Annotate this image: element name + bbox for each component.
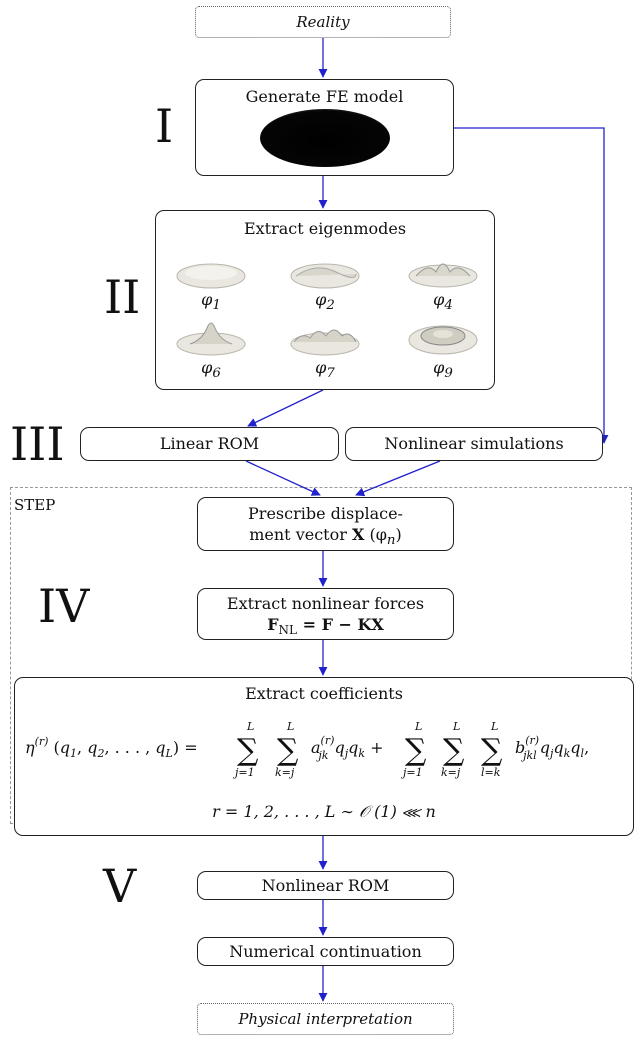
mode-1-label: φ1 — [201, 290, 221, 314]
fe-mesh-image — [260, 109, 390, 167]
forces-box: Extract nonlinear forces FNL = F − KX — [197, 588, 454, 640]
svg-text:L: L — [286, 720, 294, 733]
prescribe-line2: ment vector X (φn) — [249, 525, 402, 549]
stage-iv: IV — [38, 579, 90, 633]
svg-text:∑: ∑ — [277, 733, 299, 768]
svg-text:k=j: k=j — [441, 766, 461, 779]
svg-text:j=1: j=1 — [232, 766, 255, 779]
mode-9-shape — [408, 325, 478, 355]
eigenmodes-title: Extract eigenmodes — [243, 219, 407, 238]
arrow-eigen-linear — [247, 389, 324, 427]
mode-1-shape — [176, 263, 246, 289]
coefficients-title: Extract coefficients — [245, 684, 403, 703]
mode-9-label: φ9 — [433, 358, 453, 382]
reality-label: Reality — [296, 13, 350, 31]
mode-4-shape — [408, 263, 478, 288]
svg-text:l=k: l=k — [481, 766, 501, 779]
linear-rom-box: Linear ROM — [80, 427, 339, 461]
mode-7-label: φ7 — [315, 358, 335, 382]
interpretation-box: Physical interpretation — [197, 1003, 454, 1035]
prescribe-box: Prescribe displace- ment vector X (φn) — [197, 497, 454, 551]
mode-7-shape — [290, 329, 360, 356]
forces-line1: Extract nonlinear forces — [226, 594, 425, 613]
svg-text:∑: ∑ — [237, 733, 259, 768]
mode-1: φ1 — [172, 256, 250, 313]
svg-text:∑: ∑ — [443, 733, 465, 768]
svg-text:L: L — [452, 720, 460, 733]
svg-text:L: L — [246, 720, 254, 733]
nonlinear-rom-label: Nonlinear ROM — [261, 876, 390, 895]
fe-model-box: Generate FE model — [195, 79, 454, 176]
stage-v: V — [103, 859, 137, 913]
nonlinear-rom-box: Nonlinear ROM — [197, 871, 454, 900]
continuation-label: Numerical continuation — [229, 942, 422, 961]
forces-equation: FNL = F − KX — [267, 615, 384, 638]
fe-model-title: Generate FE model — [245, 87, 404, 106]
interpretation-label: Physical interpretation — [238, 1010, 413, 1028]
eigenmodes-box: Extract eigenmodes — [155, 210, 495, 390]
prescribe-line1: Prescribe displace- — [248, 504, 403, 523]
svg-text:∑: ∑ — [481, 733, 503, 768]
svg-text:j=1: j=1 — [400, 766, 423, 779]
nonlinear-sim-label: Nonlinear simulations — [384, 434, 564, 453]
reality-box: Reality — [195, 6, 451, 38]
mode-6: φ6 — [172, 318, 250, 381]
mode-6-label: φ6 — [201, 358, 221, 382]
svg-text:k=j: k=j — [275, 766, 295, 779]
mode-4: φ4 — [404, 252, 482, 313]
coefficients-range: r = 1, 2, . . . , L ∼ 𝒪 (1) ⋘ n — [212, 802, 436, 821]
svg-text:L: L — [490, 720, 498, 733]
svg-text:∑: ∑ — [405, 733, 427, 768]
coefficients-equation: η(r) (q1, q2, . . . , qL) = L ∑ j=1 L ∑ … — [25, 720, 589, 779]
mode-2-label: φ2 — [315, 290, 335, 314]
svg-text:L: L — [414, 720, 422, 733]
nonlinear-sim-box: Nonlinear simulations — [345, 427, 603, 461]
mode-2-shape — [290, 263, 360, 289]
mode-4-label: φ4 — [433, 290, 453, 314]
mode-6-shape — [176, 322, 246, 356]
mode-9: φ9 — [404, 318, 482, 381]
svg-text:η(r) (q1, q2, . . . , qL) =: η(r) (q1, q2, . . . , qL) = — [25, 735, 198, 760]
coefficients-box: Extract coefficients η(r) (q1, q2, . . .… — [14, 677, 634, 836]
mode-7: φ7 — [286, 318, 364, 381]
mode-2: φ2 — [286, 256, 364, 313]
linear-rom-label: Linear ROM — [159, 434, 260, 453]
stage-ii: II — [104, 270, 141, 324]
stage-i: I — [155, 99, 174, 153]
stage-iii: III — [10, 417, 65, 471]
step-label: STEP — [14, 496, 56, 514]
continuation-box: Numerical continuation — [197, 937, 454, 966]
